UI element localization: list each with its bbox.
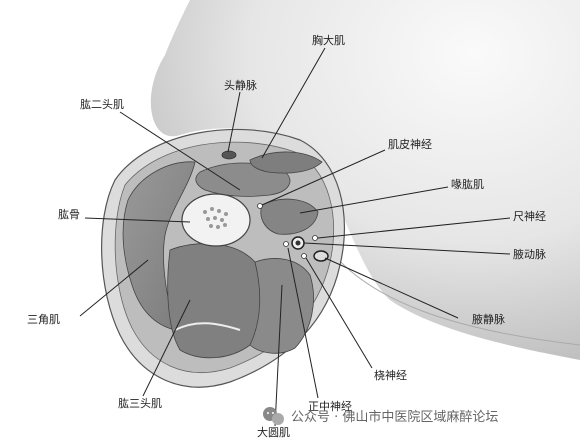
- musculocutaneous-nerve: [257, 203, 263, 209]
- pectoralis-major-muscle: [249, 151, 323, 174]
- label-teres-major: 大圆肌: [257, 425, 290, 439]
- radial-nerve: [301, 253, 307, 259]
- humerus-bone: [181, 193, 251, 247]
- ulnar-nerve: [312, 235, 318, 241]
- label-coracobrachialis: 喙肱肌: [451, 177, 484, 191]
- coracobrachialis-muscle: [260, 198, 319, 235]
- bone-marrow: [203, 207, 228, 229]
- label-cephalic-vein: 头静脉: [224, 78, 257, 92]
- label-deltoid: 三角肌: [27, 313, 60, 326]
- label-axillary-artery: 腋动脉: [513, 247, 546, 261]
- label-triceps: 肱三头肌: [118, 396, 162, 410]
- label-humerus: 肱骨: [58, 207, 80, 221]
- wechat-icon: [263, 407, 284, 425]
- axillary-vein: [313, 250, 329, 262]
- label-median-nerve: 正中神经: [308, 399, 352, 413]
- watermark: 公众号 · 佛山市中医院区域麻醉论坛: [263, 407, 498, 425]
- label-musculocutaneous-nerve: 肌皮神经: [388, 137, 432, 151]
- label-pectoralis-major: 胸大肌: [312, 33, 345, 47]
- triceps-muscle: [167, 243, 262, 359]
- leader-lines: [79, 47, 511, 427]
- axillary-artery-lumen: [295, 240, 301, 246]
- teres-major-muscle: [249, 258, 314, 354]
- label-biceps: 肱二头肌: [80, 97, 124, 111]
- deltoid-muscle: [122, 161, 196, 331]
- watermark-text: 公众号 · 佛山市中医院区域麻醉论坛: [291, 409, 498, 425]
- median-nerve: [283, 241, 289, 247]
- body-surface: [150, 0, 580, 360]
- cephalic-vein: [221, 150, 237, 160]
- label-radial-nerve: 桡神经: [374, 368, 407, 382]
- label-axillary-vein: 腋静脉: [472, 312, 505, 326]
- label-ulnar-nerve: 尺神经: [513, 209, 546, 223]
- triceps-septum: [174, 322, 241, 331]
